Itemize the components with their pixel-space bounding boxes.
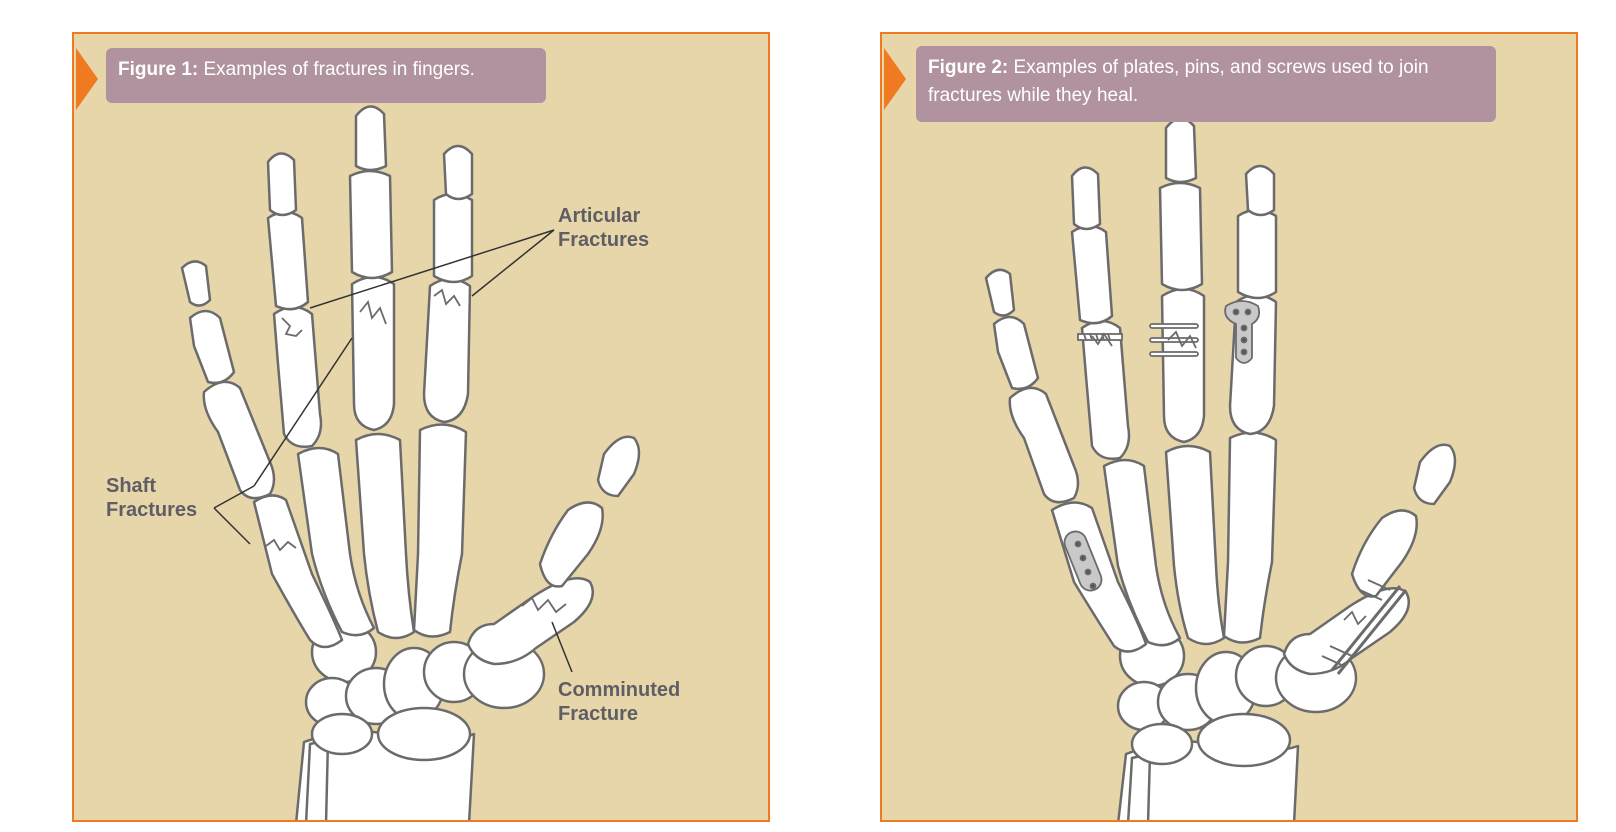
plate-screw-hole: [1074, 540, 1082, 548]
comminuted-label-line1: Comminuted: [558, 679, 680, 701]
bone-pin: [1149, 323, 1199, 329]
index-distal-phalanx: [442, 144, 474, 201]
figure-2-caption-text: Examples of plates, pins, and screws use…: [928, 57, 1429, 106]
plate-screw-hole: [1240, 348, 1248, 356]
pinky-middle-phalanx: [188, 309, 236, 385]
fixator-pin: [1321, 655, 1345, 667]
pinky-distal-phalanx: [180, 260, 212, 307]
index-distal-phalanx: [1244, 164, 1276, 217]
ring-proximal-phalanx: [1080, 319, 1131, 460]
shaft-fracture-mark: [359, 300, 387, 325]
figure-1-caption-label: Figure 1:: [118, 59, 199, 80]
figure-1-caption: Figure 1: Examples of fractures in finge…: [106, 48, 546, 103]
shaft-leader-line: [253, 337, 353, 487]
figure-1-hand-skeleton: Articular Fractures Shaft Fractures Comm…: [106, 105, 680, 820]
plate-screw-hole: [1244, 308, 1252, 316]
articular-fracture-mark: [281, 317, 303, 337]
carpal-bone: [1130, 722, 1194, 766]
caption-arrow-icon: [884, 48, 906, 110]
carpal-bone: [376, 706, 472, 762]
screw-threads: [1083, 333, 1111, 341]
comminuted-leader-line: [551, 621, 573, 673]
figure-2-hand-skeleton: [984, 117, 1457, 820]
thumb-distal-phalanx: [596, 435, 641, 498]
fracture-mark: [1167, 330, 1197, 349]
articular-fracture-mark: [433, 288, 461, 307]
thumb-metacarpal: [1282, 586, 1410, 676]
plate-screw-hole: [1079, 554, 1087, 562]
ring-metacarpal: [1102, 458, 1182, 647]
middle-proximal-phalanx: [1160, 287, 1206, 444]
thumb-proximal-phalanx: [538, 501, 604, 588]
index-middle-phalanx: [432, 192, 474, 284]
pinky-proximal-phalanx: [202, 380, 276, 500]
ring-middle-phalanx: [1070, 224, 1114, 325]
caption-arrow-icon: [76, 48, 98, 110]
pinky-middle-phalanx: [992, 315, 1040, 391]
ulna-bone: [304, 738, 330, 820]
figure-2-panel: Figure 2: Examples of plates, pins, and …: [880, 32, 1578, 822]
pinky-metacarpal: [252, 494, 344, 649]
ulna-bone: [1126, 752, 1152, 820]
ring-middle-phalanx: [266, 210, 310, 311]
plate-screw-hole: [1240, 324, 1248, 332]
figure-1-panel: Articular Fractures Shaft Fractures Comm…: [72, 32, 770, 822]
comminuted-fracture-mark: [521, 596, 567, 614]
middle-metacarpal: [354, 432, 416, 640]
articular-leader-line: [471, 229, 555, 297]
index-proximal-phalanx: [422, 277, 472, 424]
middle-distal-phalanx: [354, 105, 388, 172]
fixator-pin: [1329, 645, 1353, 657]
comminuted-label-line2: Fracture: [558, 703, 638, 725]
thumb-metacarpal: [466, 576, 594, 666]
fracture-mark: [1343, 610, 1367, 626]
thumb-proximal-phalanx: [1350, 509, 1418, 598]
plate-screw-hole: [1232, 308, 1240, 316]
ring-metacarpal: [296, 446, 376, 637]
plate-screw-hole: [1089, 582, 1097, 590]
external-fixator-rod: [1330, 585, 1402, 671]
middle-distal-phalanx: [1164, 117, 1198, 184]
index-middle-phalanx: [1236, 208, 1278, 300]
fracture-mark: [1091, 332, 1113, 347]
plate-screw-hole: [1240, 336, 1248, 344]
thumb-distal-phalanx: [1412, 443, 1457, 506]
external-fixator-rod: [1336, 589, 1408, 675]
carpal-bone: [310, 712, 374, 756]
shaft-label-line1: Shaft: [106, 475, 156, 497]
pinky-distal-phalanx: [984, 268, 1016, 317]
bone-pin: [1149, 351, 1199, 357]
plate-screw-hole: [1084, 568, 1092, 576]
middle-middle-phalanx: [348, 169, 394, 280]
ring-distal-phalanx: [266, 152, 298, 217]
middle-middle-phalanx: [1158, 181, 1204, 292]
shaft-label-line2: Fractures: [106, 499, 197, 521]
figure-1-caption-text: Examples of fractures in fingers.: [198, 59, 475, 80]
fixator-pin: [1367, 579, 1391, 591]
carpal-bone: [1196, 712, 1292, 768]
middle-proximal-phalanx: [350, 275, 396, 432]
index-metacarpal: [412, 423, 468, 638]
ring-distal-phalanx: [1070, 166, 1102, 231]
shaft-fracture-mark: [265, 538, 297, 552]
articular-label-line1: Articular: [558, 205, 640, 227]
middle-metacarpal: [1164, 444, 1226, 646]
figure-2-caption-label: Figure 2:: [928, 57, 1009, 78]
ring-proximal-phalanx: [272, 305, 323, 448]
pinky-proximal-phalanx: [1008, 386, 1080, 504]
index-metacarpal: [1222, 431, 1278, 644]
articular-label-line2: Fractures: [558, 229, 649, 251]
shaft-leader-line: [213, 485, 255, 509]
t-bone-plate: [1224, 300, 1261, 364]
shaft-leader-line: [213, 507, 251, 545]
fixator-pin: [1359, 589, 1383, 601]
figure-2-caption: Figure 2: Examples of plates, pins, and …: [916, 46, 1496, 122]
articular-leader-line: [309, 229, 555, 309]
